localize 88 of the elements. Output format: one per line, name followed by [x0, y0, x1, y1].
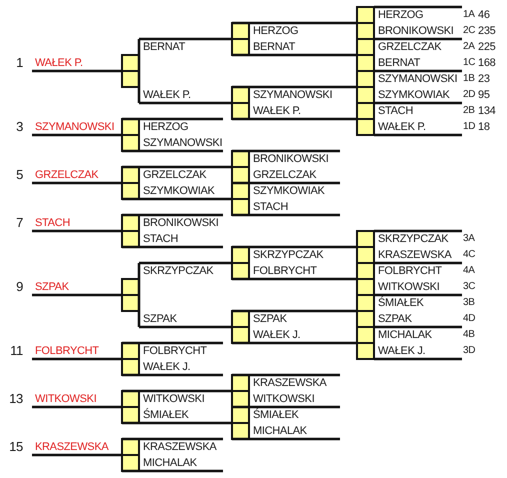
group-code: 4D [463, 312, 476, 326]
player-name: SZPAK [35, 280, 69, 295]
score: 225 [478, 40, 496, 55]
player-name: SZPAK [378, 312, 412, 327]
score: 18 [478, 120, 490, 135]
group-code: 2A [463, 40, 475, 54]
player-name: WITKOWSKI [378, 280, 440, 295]
player-name: WAŁEK J. [378, 344, 426, 359]
seed-number: 11 [9, 343, 23, 359]
player-name: HERZOG [378, 8, 424, 23]
player-name: BRONIKOWSKI [378, 24, 454, 39]
player-name: WITKOWSKI [143, 392, 204, 407]
player-name: SZYMANOWSKI [143, 136, 222, 151]
player-name: ŚMIAŁEK [143, 407, 189, 423]
player-name: WAŁEK J. [143, 360, 190, 375]
player-name: KRASZEWSKA [378, 248, 452, 263]
seed-number: 15 [8, 439, 23, 455]
seed-number: 5 [15, 167, 23, 183]
player-name: WAŁEK P. [253, 104, 301, 119]
group-code: 4B [463, 328, 475, 342]
score: 134 [478, 104, 496, 119]
group-code: 4C [463, 248, 476, 262]
player-name: BRONIKOWSKI [253, 152, 329, 167]
player-name: WAŁEK P. [143, 88, 191, 103]
seed-number: 7 [15, 215, 23, 231]
group-code: 3B [463, 296, 475, 310]
player-name: ŚMIAŁEK [253, 407, 299, 423]
group-code: 4A [463, 264, 475, 278]
group-code: 1A [463, 8, 475, 22]
player-name: SKRZYPCZAK [143, 264, 214, 279]
score: 23 [478, 72, 490, 87]
score: 95 [478, 88, 490, 103]
player-name: MICHALAK [253, 424, 307, 439]
player-name: SZYMKOWIAK [378, 88, 450, 103]
player-name: WAŁEK J. [253, 328, 300, 343]
group-code: 3D [463, 344, 476, 358]
group-code: 1B [463, 72, 475, 86]
player-name: STACH [35, 216, 70, 231]
player-name: STACH [143, 232, 178, 247]
player-name: MICHALAK [378, 328, 432, 343]
player-name: FOLBRYCHT [253, 264, 317, 279]
player-name: BRONIKOWSKI [143, 216, 219, 231]
seed-number: 9 [15, 279, 23, 295]
player-name: SKRZYPCZAK [378, 232, 448, 247]
player-name: KRASZEWSKA [35, 440, 108, 455]
player-name: WAŁEK P. [35, 56, 83, 71]
player-name: ŚMIAŁEK [378, 295, 424, 311]
score: 168 [478, 56, 496, 71]
player-name: BERNAT [143, 40, 186, 55]
player-name: SZYMKOWIAK [143, 184, 215, 199]
player-name: WITKOWSKI [253, 392, 314, 407]
player-name: HERZOG [143, 120, 188, 135]
player-name: WITKOWSKI [35, 392, 96, 407]
player-name: SZYMKOWIAK [253, 184, 325, 199]
player-name: BERNAT [378, 56, 420, 71]
group-code: 2C [463, 24, 476, 38]
player-name: HERZOG [253, 24, 298, 39]
score: 46 [478, 8, 490, 23]
player-name: GRZELCZAK [143, 168, 206, 183]
player-name: KRASZEWSKA [143, 440, 216, 455]
group-code: 1C [463, 56, 476, 70]
player-name: STACH [378, 104, 413, 119]
player-name: FOLBRYCHT [143, 344, 207, 359]
score: 235 [478, 24, 496, 39]
seed-number: 1 [15, 55, 23, 71]
player-name: BERNAT [253, 40, 296, 55]
player-name: SZPAK [143, 312, 177, 327]
player-name: SZYMANOWSKI [35, 120, 114, 135]
seed-number: 3 [15, 119, 23, 135]
player-name: WAŁEK P. [378, 120, 426, 135]
group-code: 1D [463, 120, 476, 134]
player-name: KRASZEWSKA [253, 376, 326, 391]
group-code: 3A [463, 232, 475, 246]
player-name: SKRZYPCZAK [253, 248, 324, 263]
group-code: 2D [463, 88, 476, 102]
player-name: SZPAK [253, 312, 287, 327]
seed-number: 13 [8, 391, 23, 407]
player-name: STACH [253, 200, 288, 215]
group-code: 3C [463, 280, 476, 294]
player-name: GRZELCZAK [35, 168, 98, 183]
player-name: FOLBRYCHT [378, 264, 442, 279]
player-name: GRZELCZAK [253, 168, 316, 183]
player-name: FOLBRYCHT [35, 344, 99, 359]
player-name: SZYMANOWSKI [253, 88, 332, 103]
player-name: MICHALAK [143, 456, 197, 471]
player-name: SZYMANOWSKI [378, 72, 458, 87]
player-name: GRZELCZAK [378, 40, 442, 55]
group-code: 2B [463, 104, 475, 118]
